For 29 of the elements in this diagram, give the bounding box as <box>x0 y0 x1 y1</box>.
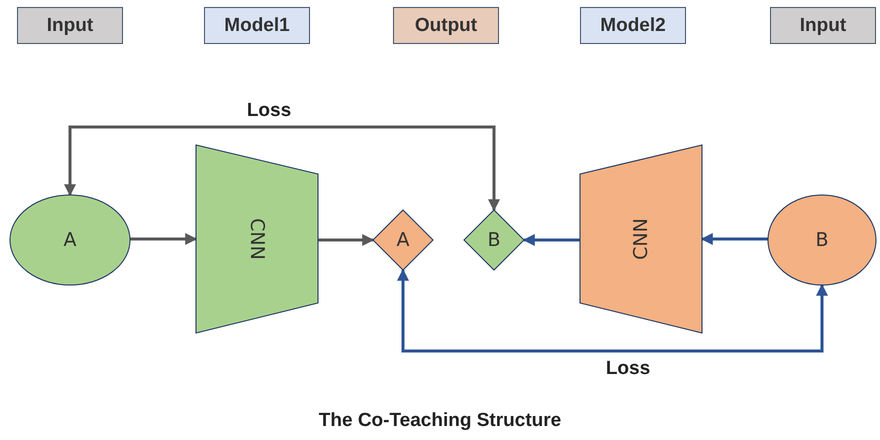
node-label: Input <box>800 14 846 36</box>
node-label: CNN <box>630 218 652 260</box>
node-label: A <box>396 229 410 251</box>
node-label: Model2 <box>600 14 666 36</box>
caption: The Co-Teaching Structure <box>318 410 562 431</box>
header-box <box>770 7 876 44</box>
input-ellipse <box>10 195 130 285</box>
node-label: B <box>815 229 829 251</box>
header-box <box>580 7 686 44</box>
node-label: Input <box>46 14 94 36</box>
arrow <box>397 268 828 352</box>
output-diamond <box>464 210 524 270</box>
node-label: B <box>487 229 501 251</box>
header-box <box>204 7 310 44</box>
arrow <box>522 234 580 246</box>
node-label: CNN <box>246 218 268 260</box>
cnn-trapezoid <box>580 145 702 333</box>
arrow <box>700 233 768 245</box>
cnn-trapezoid <box>196 145 318 333</box>
arrow <box>318 234 374 246</box>
node-label: A <box>64 229 76 251</box>
node-label: Model1 <box>224 14 290 36</box>
node-label: Output <box>414 14 478 36</box>
arrow <box>64 126 500 212</box>
output-diamond <box>373 210 433 270</box>
header-box <box>393 7 499 44</box>
input-ellipse <box>768 195 876 285</box>
header-box <box>17 7 123 44</box>
arrow <box>130 233 198 245</box>
